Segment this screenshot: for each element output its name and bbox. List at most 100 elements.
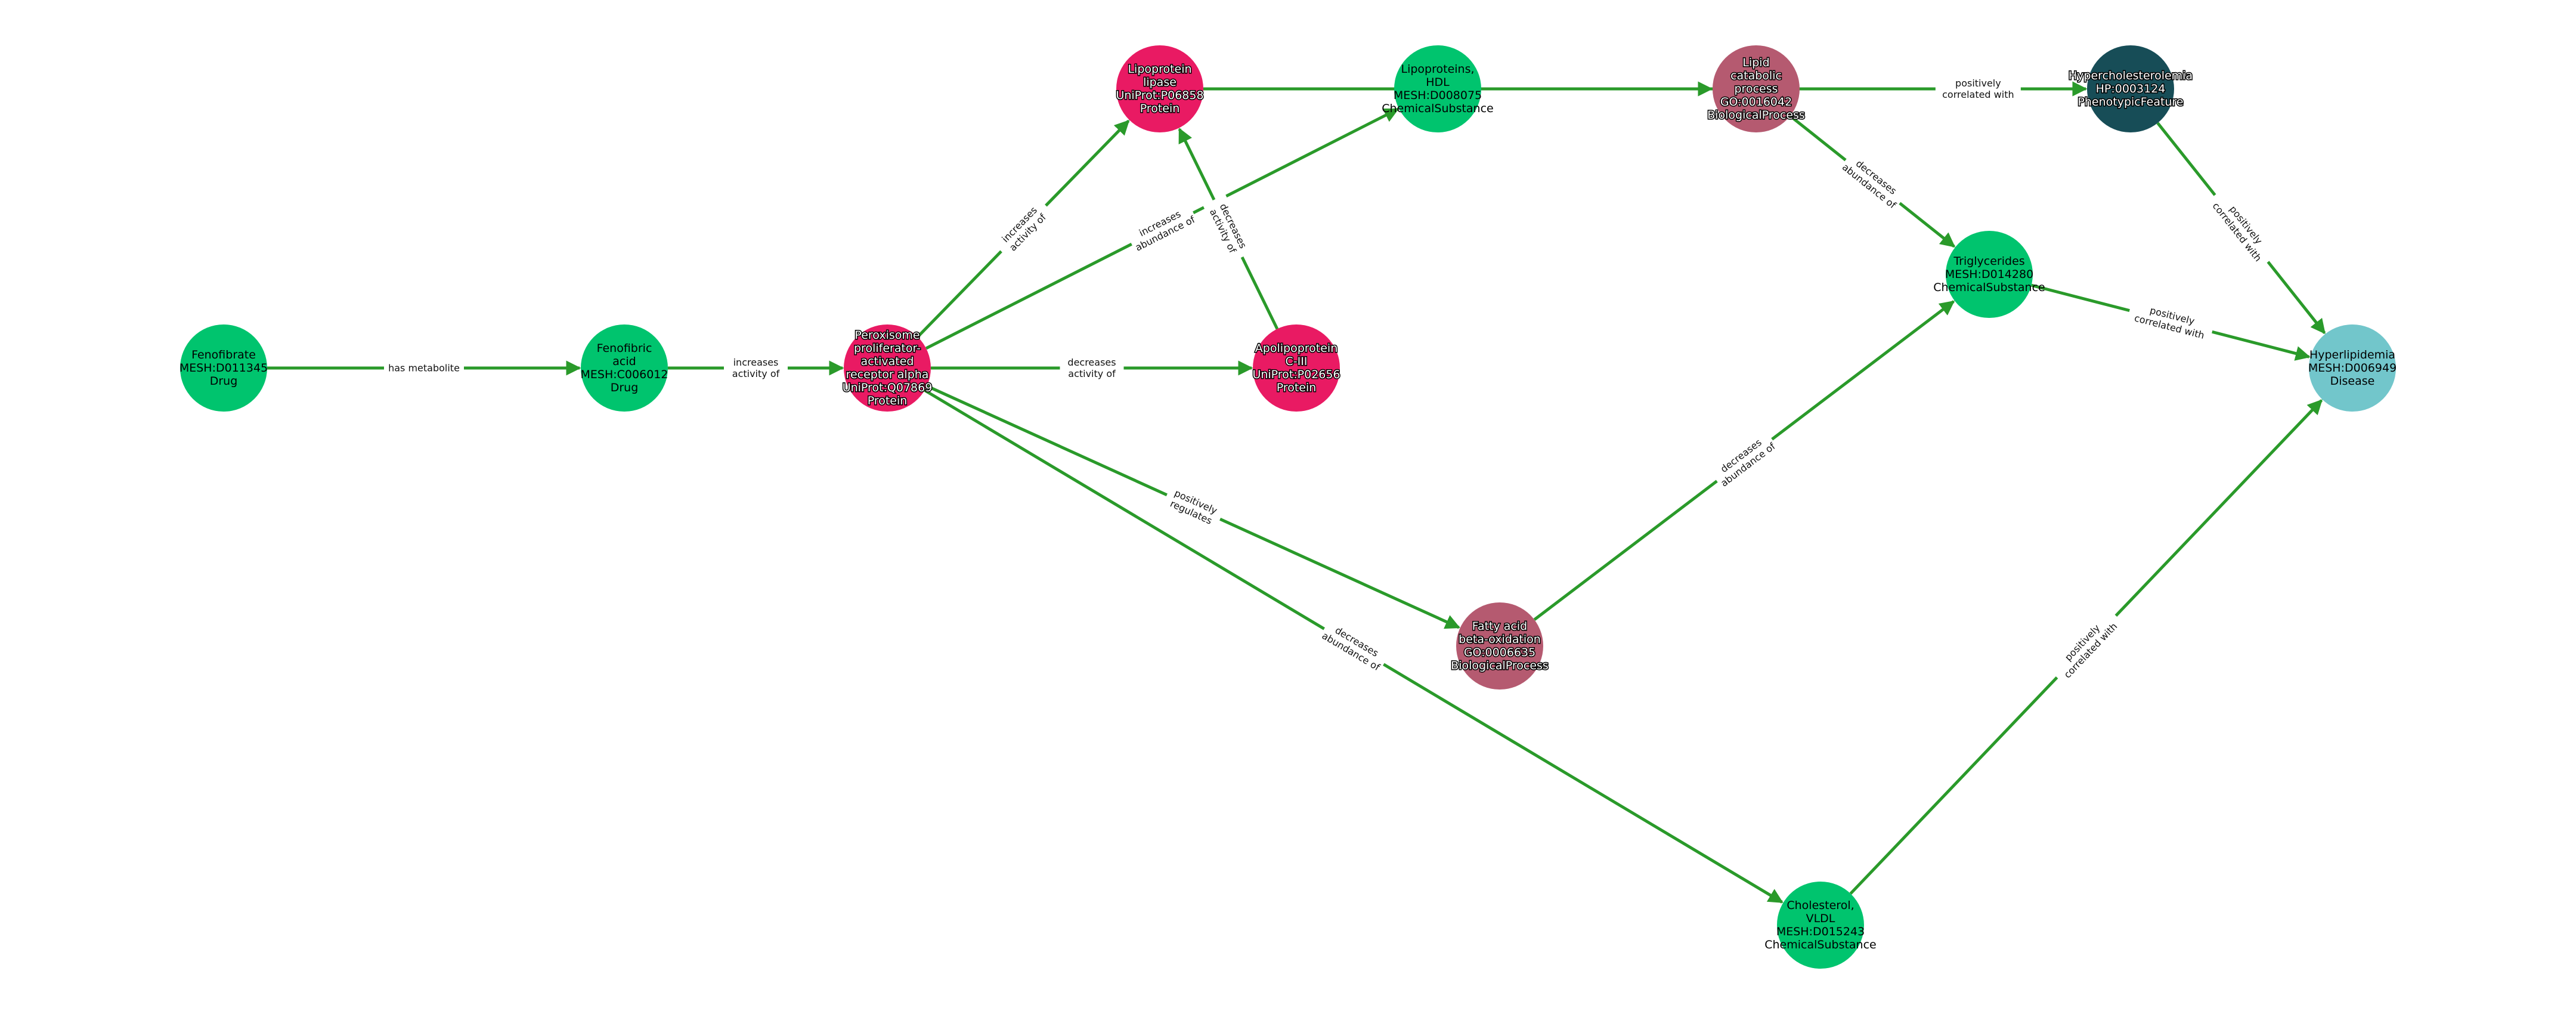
edge-label-background [1203, 194, 1253, 263]
edge-label-text: has metabolite [388, 363, 460, 374]
node-label: beta-oxidation [1459, 633, 1541, 646]
node-label: receptor alpha [846, 368, 929, 381]
node-label: Triglycerides [1953, 255, 2024, 268]
node-label: Drug [210, 375, 238, 388]
node-label: GO:0016042 [1720, 95, 1792, 109]
node-circle[interactable] [1456, 602, 1543, 690]
node-label: Apolipoprotein [1255, 342, 1337, 355]
node-label: GO:0006635 [1464, 646, 1535, 659]
node-circle[interactable] [844, 324, 931, 412]
node-label: ChemicalSubstance [1933, 281, 2045, 294]
node-label: acid [612, 355, 636, 368]
node-circle[interactable] [1253, 324, 1340, 412]
node-ppara[interactable]: Peroxisomeproliferator-activatedreceptor… [841, 324, 933, 412]
node-lipid_catabolic[interactable]: LipidcatabolicprocessGO:0016042Biologica… [1707, 45, 1806, 132]
edge-label-background [1126, 202, 1199, 255]
node-circle[interactable] [1713, 45, 1800, 132]
node-label: Protein [1277, 381, 1317, 394]
node-label: UniProt:P02656 [1252, 368, 1340, 381]
node-label: MESH:D008075 [1394, 89, 1482, 102]
node-vldl[interactable]: Cholesterol,VLDLMESH:D015243ChemicalSubs… [1764, 882, 1877, 969]
node-label: Protein [1140, 102, 1180, 115]
node-label: Lipoprotein [1128, 63, 1191, 76]
edge-label-background [1935, 76, 2021, 101]
node-label: MESH:C006012 [581, 368, 668, 381]
node-label: UniProt:Q07869 [843, 381, 933, 394]
node-circle[interactable] [1394, 45, 1481, 132]
node-circle[interactable] [1946, 231, 2033, 318]
node-label: Hypercholesterolemia [2069, 69, 2193, 82]
node-label: ChemicalSubstance [1382, 102, 1494, 115]
edge-label-background [384, 361, 464, 375]
node-label: HP:0003124 [2096, 82, 2166, 95]
node-label: VLDL [1806, 912, 1835, 925]
node-label: Peroxisome [854, 329, 919, 342]
node-label: HDL [1426, 76, 1450, 89]
node-circle[interactable] [581, 324, 668, 412]
edge-label-background [2205, 187, 2278, 270]
node-circle[interactable] [1777, 882, 1864, 969]
node-circle[interactable] [2309, 324, 2396, 412]
node-label: Disease [2330, 375, 2375, 388]
edge-label-background [992, 197, 1055, 260]
edge-label-background [1709, 429, 1780, 491]
edge-label-background [1060, 355, 1124, 381]
node-label: Protein [868, 394, 908, 407]
edge-label: has metabolite [384, 361, 464, 375]
edge-label-text: positively [1955, 78, 2001, 89]
node-label: ChemicalSubstance [1764, 938, 1877, 951]
node-circle[interactable] [180, 324, 267, 412]
node-label: UniProt:P06858 [1116, 89, 1203, 102]
edge-label-text: activity of [732, 368, 780, 379]
node-label: lipase [1143, 76, 1176, 89]
node-circle[interactable] [2087, 45, 2174, 132]
node-label: process [1734, 82, 1778, 95]
node-label: activated [861, 355, 914, 368]
node-hypercholesterolemia[interactable]: HypercholesterolemiaHP:0003124Phenotypic… [2067, 45, 2194, 132]
edge-label-text: decreases [1067, 357, 1116, 368]
node-label: Cholesterol, [1787, 899, 1854, 912]
node-hdl[interactable]: Lipoproteins,HDLMESH:D008075ChemicalSubs… [1382, 45, 1494, 132]
edge-label-background [724, 355, 788, 381]
node-label: Lipid [1742, 56, 1769, 69]
node-label: catabolic [1730, 69, 1782, 82]
node-label: Drug [611, 381, 639, 394]
edge-label-background [1162, 483, 1225, 531]
node-label: BiologicalProcess [1707, 109, 1805, 122]
node-label: Hyperlipidemia [2309, 348, 2395, 361]
node-label: PhenotypicFeature [2077, 95, 2183, 109]
edges-layer [267, 81, 2326, 904]
node-circle[interactable] [1116, 45, 1203, 132]
edge-label-background [2048, 607, 2125, 687]
edge-label-text: increases [733, 357, 779, 368]
node-label: Fenofibric [597, 342, 652, 355]
node-label: BiologicalProcess [1451, 659, 1549, 672]
node-label: Fatty acid [1472, 620, 1527, 633]
edge-label-text: correlated with [1942, 89, 2014, 100]
node-label: MESH:D015243 [1776, 925, 1865, 938]
edge-label-text: activity of [1068, 368, 1116, 379]
node-fatty_acid[interactable]: Fatty acidbeta-oxidationGO:0006635Biolog… [1450, 602, 1549, 690]
node-triglycerides[interactable]: TriglyceridesMESH:D014280ChemicalSubstan… [1933, 231, 2045, 318]
edge-label-background [1317, 618, 1391, 675]
